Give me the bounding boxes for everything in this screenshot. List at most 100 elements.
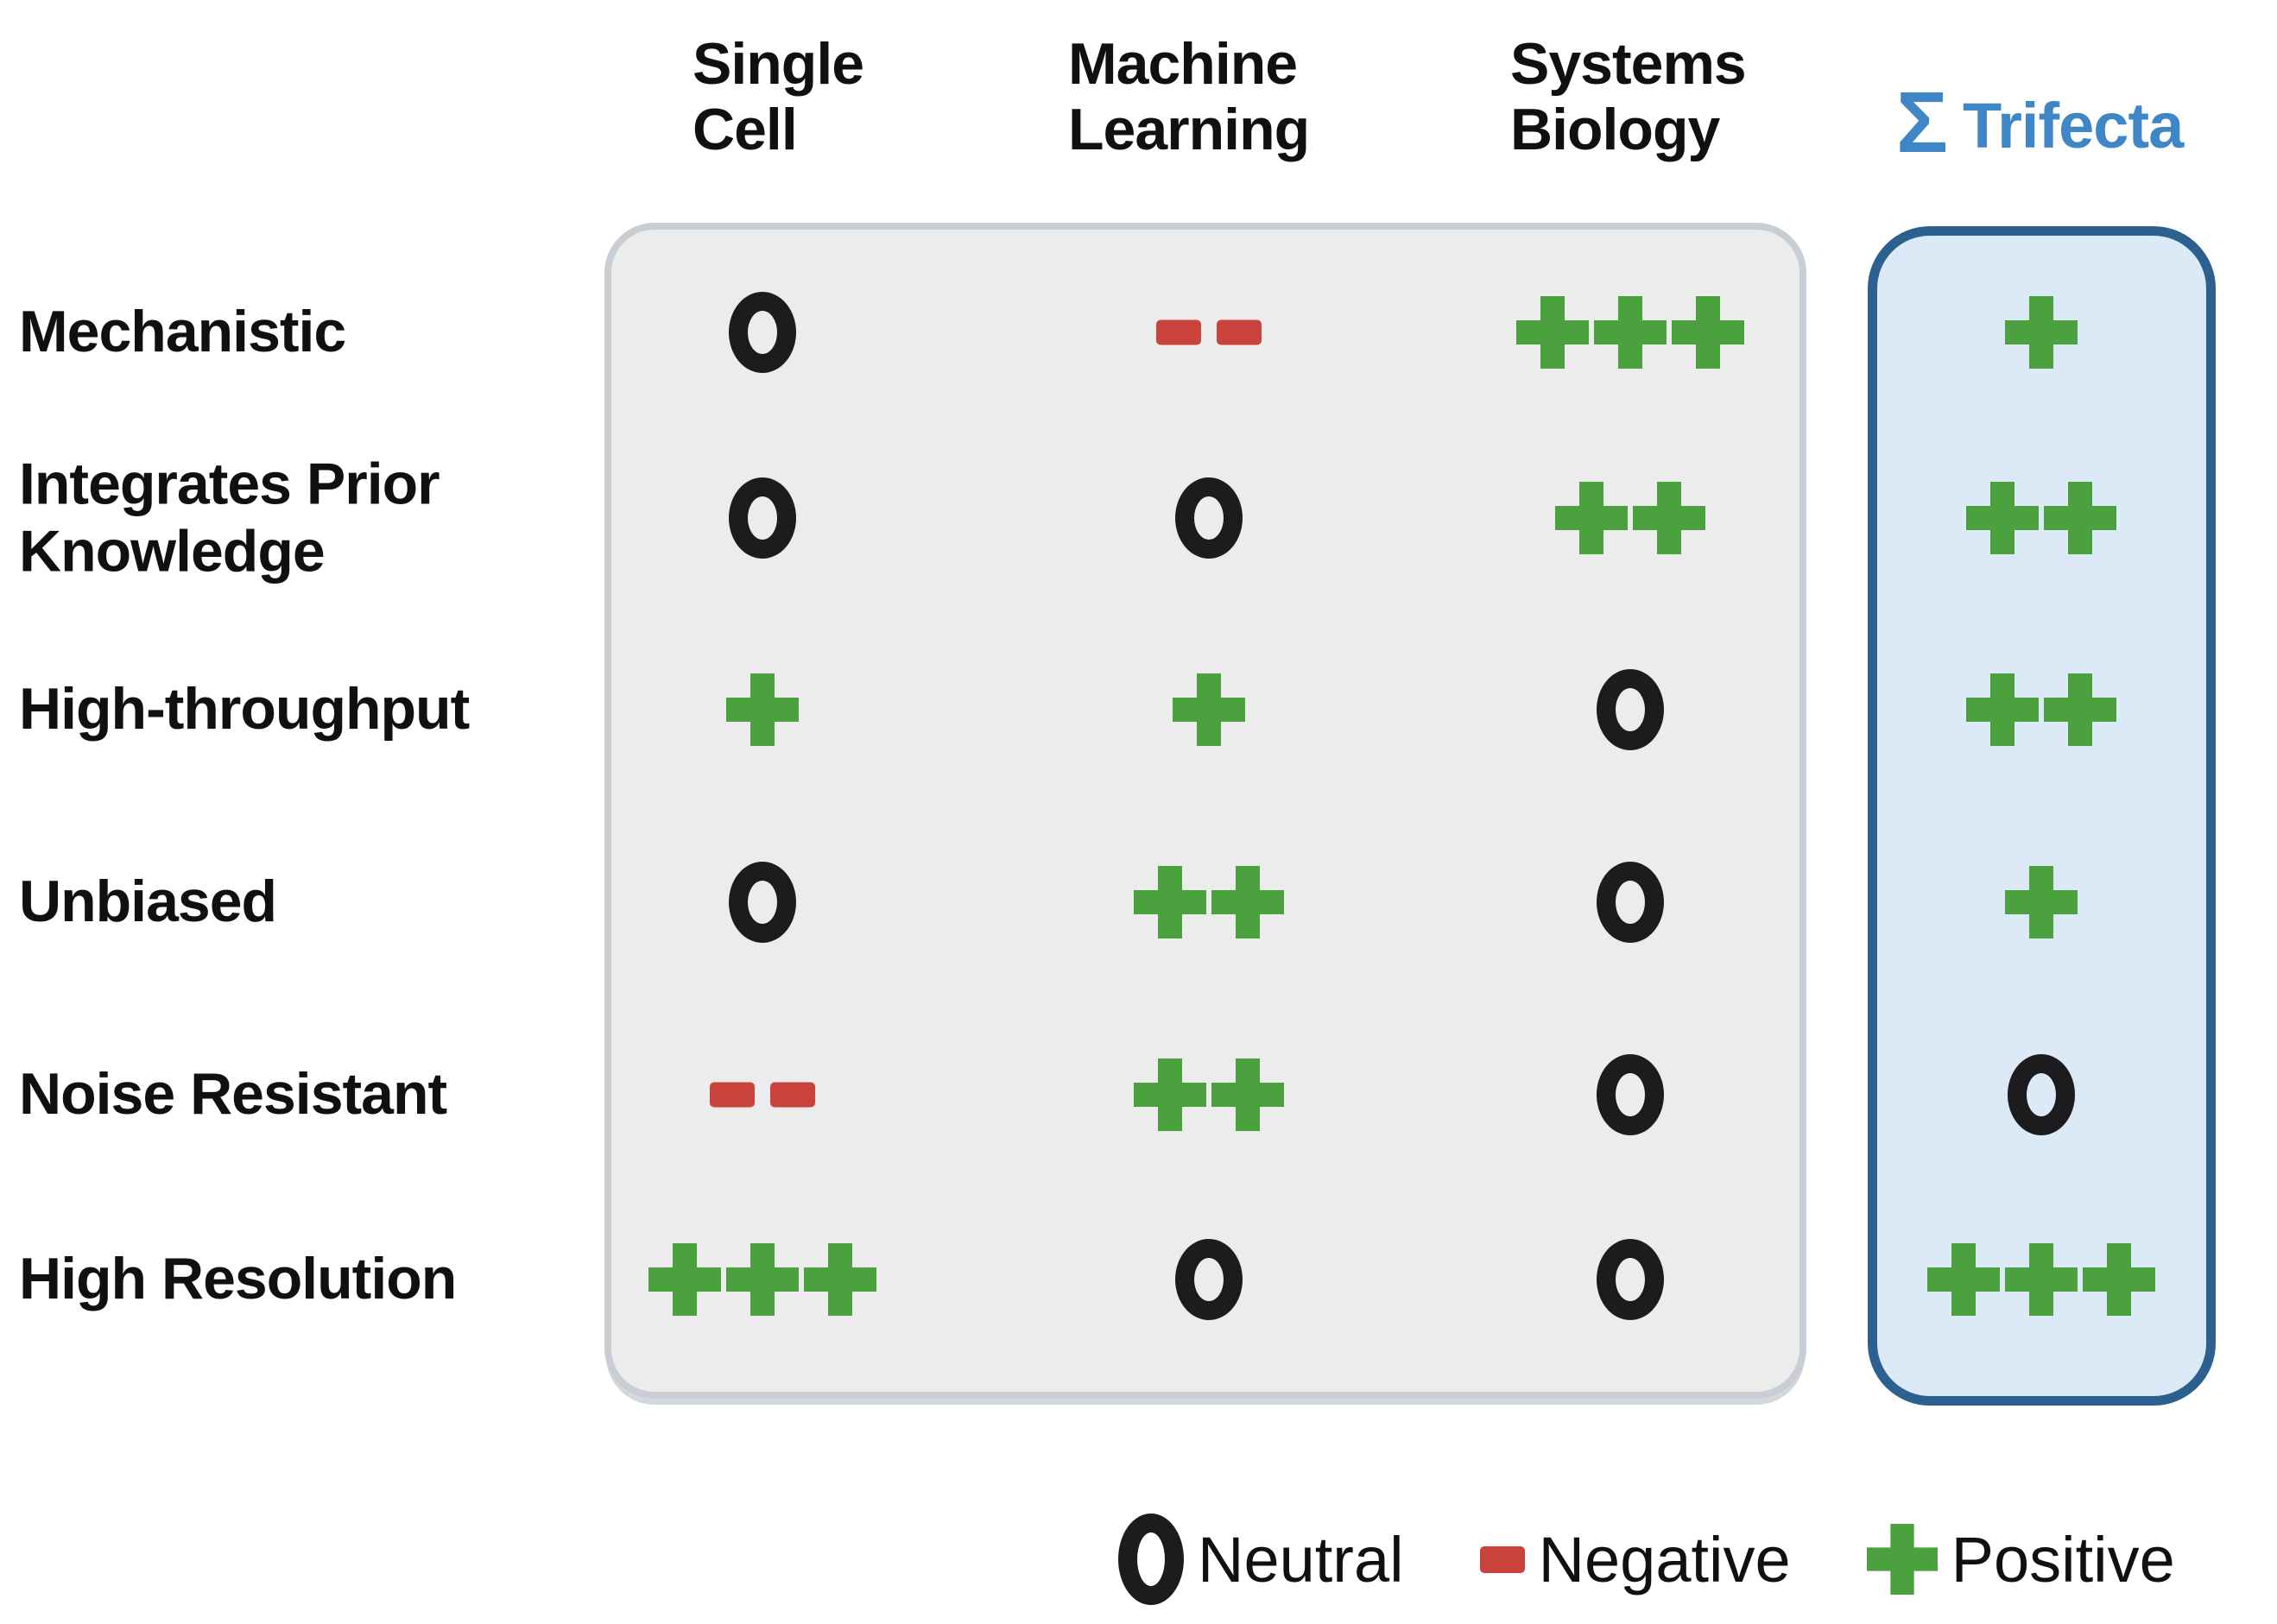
row-label: Mechanistic (19, 299, 346, 365)
row-label: High-throughput (19, 676, 470, 742)
header-line: Single (693, 31, 864, 97)
header-line: Systems (1510, 31, 1747, 97)
symbol-negative (1156, 319, 1262, 345)
neutral-icon (729, 862, 796, 943)
matrix-cell (1173, 673, 1245, 746)
column-header-single-cell: Single Cell (693, 31, 864, 162)
matrix-cell (2008, 1054, 2075, 1135)
negative-icon (1156, 319, 1201, 345)
matrix-cell (1597, 1239, 1664, 1320)
legend-label: Neutral (1198, 1523, 1404, 1596)
trifecta-header-label: Trifecta (1963, 89, 2184, 161)
symbol-positive (1966, 673, 2116, 746)
symbol-neutral (1597, 1054, 1664, 1135)
positive-icon (1134, 1058, 1206, 1131)
column-header-machine-learning: Machine Learning (1068, 31, 1310, 162)
neutral-icon (1175, 1239, 1243, 1320)
positive-icon (1594, 296, 1667, 369)
positive-legend-icon (1866, 1524, 1938, 1595)
symbol-neutral (729, 862, 796, 943)
matrix-cell (1175, 1239, 1243, 1320)
negative-icon (1479, 1545, 1525, 1573)
negative-icon (1217, 319, 1262, 345)
sigma-icon: Σ (1896, 74, 1948, 171)
symbol-positive (726, 673, 799, 746)
matrix-cell (729, 477, 796, 559)
positive-icon (2005, 1243, 2078, 1316)
symbol-neutral (1597, 669, 1664, 750)
neutral-icon (1118, 1513, 1184, 1605)
symbol-neutral (1597, 862, 1664, 943)
symbol-positive (2005, 296, 2078, 369)
positive-icon (1211, 1058, 1284, 1131)
symbol-positive (1516, 296, 1744, 369)
matrix-cell (1597, 669, 1664, 750)
matrix-cell (1966, 482, 2116, 554)
matrix-cell (2005, 296, 2078, 369)
matrix-cell (648, 1243, 876, 1316)
negative-icon (770, 1082, 815, 1108)
positive-icon (1966, 673, 2039, 746)
header-line: Machine (1068, 31, 1298, 97)
symbol-neutral (1175, 1239, 1243, 1320)
positive-icon (2044, 482, 2116, 554)
legend: Neutral Negative Positive (1118, 1513, 2175, 1605)
positive-icon (1633, 482, 1705, 554)
positive-icon (1134, 866, 1206, 938)
symbol-neutral (729, 292, 796, 373)
symbol-positive (1134, 866, 1284, 938)
negative-icon (710, 1082, 755, 1108)
matrix-cell (1555, 482, 1705, 554)
positive-icon (2083, 1243, 2155, 1316)
neutral-icon (1597, 1054, 1664, 1135)
matrix-cell (2005, 866, 2078, 938)
positive-icon (726, 1243, 799, 1316)
symbol-positive (1134, 1058, 1284, 1131)
positive-icon (1211, 866, 1284, 938)
matrix-cell (726, 673, 799, 746)
symbol-negative (710, 1082, 815, 1108)
row-label: High Resolution (19, 1246, 457, 1312)
matrix-cell (710, 1082, 815, 1108)
positive-icon (1516, 296, 1589, 369)
neutral-icon (1175, 477, 1243, 559)
row-label: Integrates Prior Knowledge (19, 451, 440, 584)
matrix-cell (729, 862, 796, 943)
symbol-positive (1866, 1524, 1938, 1595)
neutral-icon (1597, 1239, 1664, 1320)
symbol-positive (2005, 866, 2078, 938)
symbol-neutral (1118, 1513, 1184, 1605)
positive-icon (2005, 866, 2078, 938)
symbol-positive (1927, 1243, 2155, 1316)
legend-item-positive: Positive (1866, 1523, 2175, 1596)
positive-icon (1866, 1524, 1938, 1595)
symbol-positive (1173, 673, 1245, 746)
neutral-icon (729, 292, 796, 373)
column-header-systems-biology: Systems Biology (1510, 31, 1747, 163)
neutral-legend-icon (1118, 1513, 1184, 1605)
legend-label: Negative (1538, 1523, 1791, 1596)
matrix-cell (1156, 319, 1262, 345)
neutral-icon (729, 477, 796, 559)
symbol-neutral (729, 477, 796, 559)
symbol-positive (1966, 482, 2116, 554)
positive-icon (1966, 482, 2039, 554)
positive-icon (1555, 482, 1628, 554)
legend-item-neutral: Neutral (1118, 1513, 1404, 1605)
matrix-cell (1516, 296, 1744, 369)
symbol-positive (648, 1243, 876, 1316)
row-label: Unbiased (19, 869, 277, 935)
matrix-cell (729, 292, 796, 373)
matrix-cell (1134, 866, 1284, 938)
positive-icon (2005, 296, 2078, 369)
trifecta-panel (1868, 226, 2216, 1406)
symbol-positive (1555, 482, 1705, 554)
header-line: Biology (1510, 97, 1720, 163)
row-label: Noise Resistant (19, 1061, 447, 1128)
methods-panel (604, 223, 1806, 1399)
neutral-icon (1597, 862, 1664, 943)
positive-icon (2044, 673, 2116, 746)
neutral-icon (2008, 1054, 2075, 1135)
symbol-negative (1479, 1545, 1525, 1573)
